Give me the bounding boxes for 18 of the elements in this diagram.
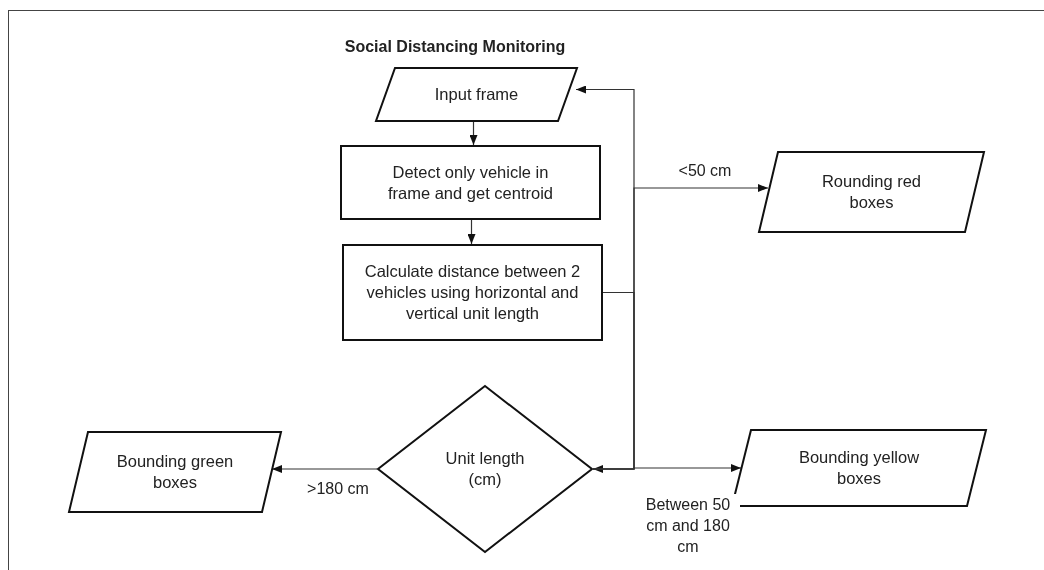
arrow <box>467 219 476 245</box>
node-text: Bounding green boxes <box>115 451 235 493</box>
arrow <box>469 121 478 146</box>
node-text: Detect only vehicle in frame and get centroid <box>386 161 555 204</box>
decision-diamond <box>377 385 593 553</box>
io-parallelogram <box>731 429 987 507</box>
node-text: Calculate distance between 2 vehicles using horizontal and vertical unit length <box>363 261 582 324</box>
process-box <box>342 244 603 341</box>
node-text: Bounding yellow boxes <box>797 447 921 489</box>
io-parallelogram <box>68 431 282 513</box>
node-text: Rounding red boxes <box>820 171 923 213</box>
diagram-title: Social Distancing Monitoring <box>343 38 567 56</box>
node-text: Input frame <box>434 84 519 105</box>
io-parallelogram <box>758 151 985 233</box>
io-parallelogram <box>375 67 578 122</box>
arrow <box>592 464 742 472</box>
process-box <box>340 145 601 220</box>
node-text: Unit length (cm) <box>444 448 526 490</box>
